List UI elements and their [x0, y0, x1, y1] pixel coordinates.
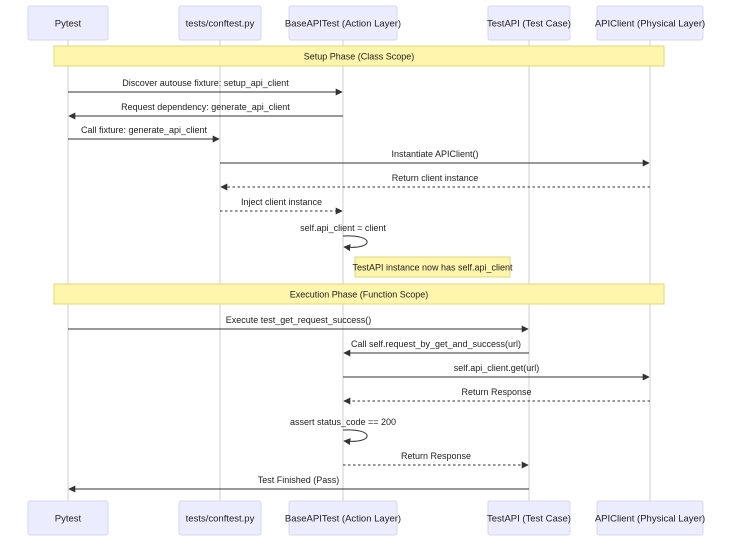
message-label: assert status_code == 200 — [290, 417, 396, 427]
messages: Discover autouse fixture: setup_api_clie… — [68, 78, 650, 493]
message-11: Return Response — [343, 387, 650, 405]
actor-base-top[interactable]: BaseAPITest (Action Layer) — [285, 5, 401, 41]
message-label: Request dependency: generate_api_client — [121, 102, 290, 112]
actors: PytestPytesttests/conftest.pytests/conft… — [27, 5, 705, 536]
actor-testapi-top[interactable]: TestAPI (Test Case) — [487, 5, 571, 41]
message-4: Instantiate APIClient() — [220, 149, 650, 167]
actor-box[interactable] — [596, 5, 704, 41]
message-label: Call self.request_by_get_and_success(url… — [351, 339, 521, 349]
actor-box[interactable] — [178, 500, 262, 536]
note-box — [53, 45, 665, 67]
note-text: TestAPI instance now has self.api_client — [352, 263, 513, 273]
actor-label: tests/conftest.py — [186, 514, 255, 525]
actor-box[interactable] — [27, 5, 109, 41]
message-label: Return Response — [461, 387, 531, 397]
actor-box[interactable] — [487, 5, 571, 41]
actor-label: TestAPI (Test Case) — [487, 19, 571, 30]
actor-testapi-bottom[interactable]: TestAPI (Test Case) — [487, 500, 571, 536]
message-6: Inject client instance — [220, 197, 343, 215]
note-box — [53, 283, 665, 305]
message-label: Inject client instance — [241, 197, 322, 207]
message-1: Discover autouse fixture: setup_api_clie… — [68, 78, 343, 96]
message-label: self.api_client = client — [300, 223, 386, 233]
message-label: Execute test_get_request_success() — [226, 315, 372, 325]
note-text: Execution Phase (Function Scope) — [290, 290, 429, 300]
actor-box[interactable] — [178, 5, 262, 41]
actor-label: BaseAPITest (Action Layer) — [285, 514, 401, 525]
actor-box[interactable] — [288, 5, 398, 41]
actor-box[interactable] — [487, 500, 571, 536]
actor-label: BaseAPITest (Action Layer) — [285, 19, 401, 30]
message-14: Test Finished (Pass) — [68, 475, 529, 493]
self-message-arrow — [342, 429, 368, 446]
actor-label: Pytest — [55, 19, 82, 30]
actor-box[interactable] — [596, 500, 704, 536]
message-7: self.api_client = client — [300, 223, 386, 252]
actor-label: TestAPI (Test Case) — [487, 514, 571, 525]
note-setup-phase-class-scope: Setup Phase (Class Scope) — [53, 45, 665, 67]
message-9: Call self.request_by_get_and_success(url… — [343, 339, 529, 357]
actor-box[interactable] — [27, 500, 109, 536]
message-3: Call fixture: generate_api_client — [68, 125, 220, 143]
message-5: Return client instance — [220, 173, 650, 191]
actor-label: Pytest — [55, 514, 82, 525]
self-message-arrow — [342, 235, 368, 252]
actor-conftest-top[interactable]: tests/conftest.py — [178, 5, 262, 41]
note-testapi-instance-now-has-self-api-client: TestAPI instance now has self.api_client — [352, 256, 513, 278]
actor-base-bottom[interactable]: BaseAPITest (Action Layer) — [285, 500, 401, 536]
message-label: Discover autouse fixture: setup_api_clie… — [122, 78, 289, 88]
actor-pytest-bottom[interactable]: Pytest — [27, 500, 109, 536]
phase-notes: Setup Phase (Class Scope) TestAPI instanc… — [53, 45, 665, 305]
actor-client-top[interactable]: APIClient (Physical Layer) — [595, 5, 705, 41]
note-execution-phase-function-scope: Execution Phase (Function Scope) — [53, 283, 665, 305]
message-label: Return client instance — [392, 173, 479, 183]
actor-label: tests/conftest.py — [186, 19, 255, 30]
note-box — [354, 256, 511, 278]
message-2: Request dependency: generate_api_client — [68, 102, 343, 120]
message-label: Instantiate APIClient() — [391, 149, 478, 159]
actor-label: APIClient (Physical Layer) — [595, 19, 705, 30]
message-label: Return Response — [401, 451, 471, 461]
actor-pytest-top[interactable]: Pytest — [27, 5, 109, 41]
message-label: Test Finished (Pass) — [258, 475, 340, 485]
message-12: assert status_code == 200 — [290, 417, 396, 446]
message-10: self.api_client.get(url) — [343, 363, 650, 381]
message-8: Execute test_get_request_success() — [68, 315, 529, 333]
message-label: self.api_client.get(url) — [454, 363, 540, 373]
message-label: Call fixture: generate_api_client — [81, 125, 208, 135]
message-13: Return Response — [343, 451, 529, 469]
actor-label: APIClient (Physical Layer) — [595, 514, 705, 525]
actor-client-bottom[interactable]: APIClient (Physical Layer) — [595, 500, 705, 536]
lifelines — [67, 40, 651, 501]
note-text: Setup Phase (Class Scope) — [304, 52, 415, 62]
actor-conftest-bottom[interactable]: tests/conftest.py — [178, 500, 262, 536]
actor-box[interactable] — [288, 500, 398, 536]
